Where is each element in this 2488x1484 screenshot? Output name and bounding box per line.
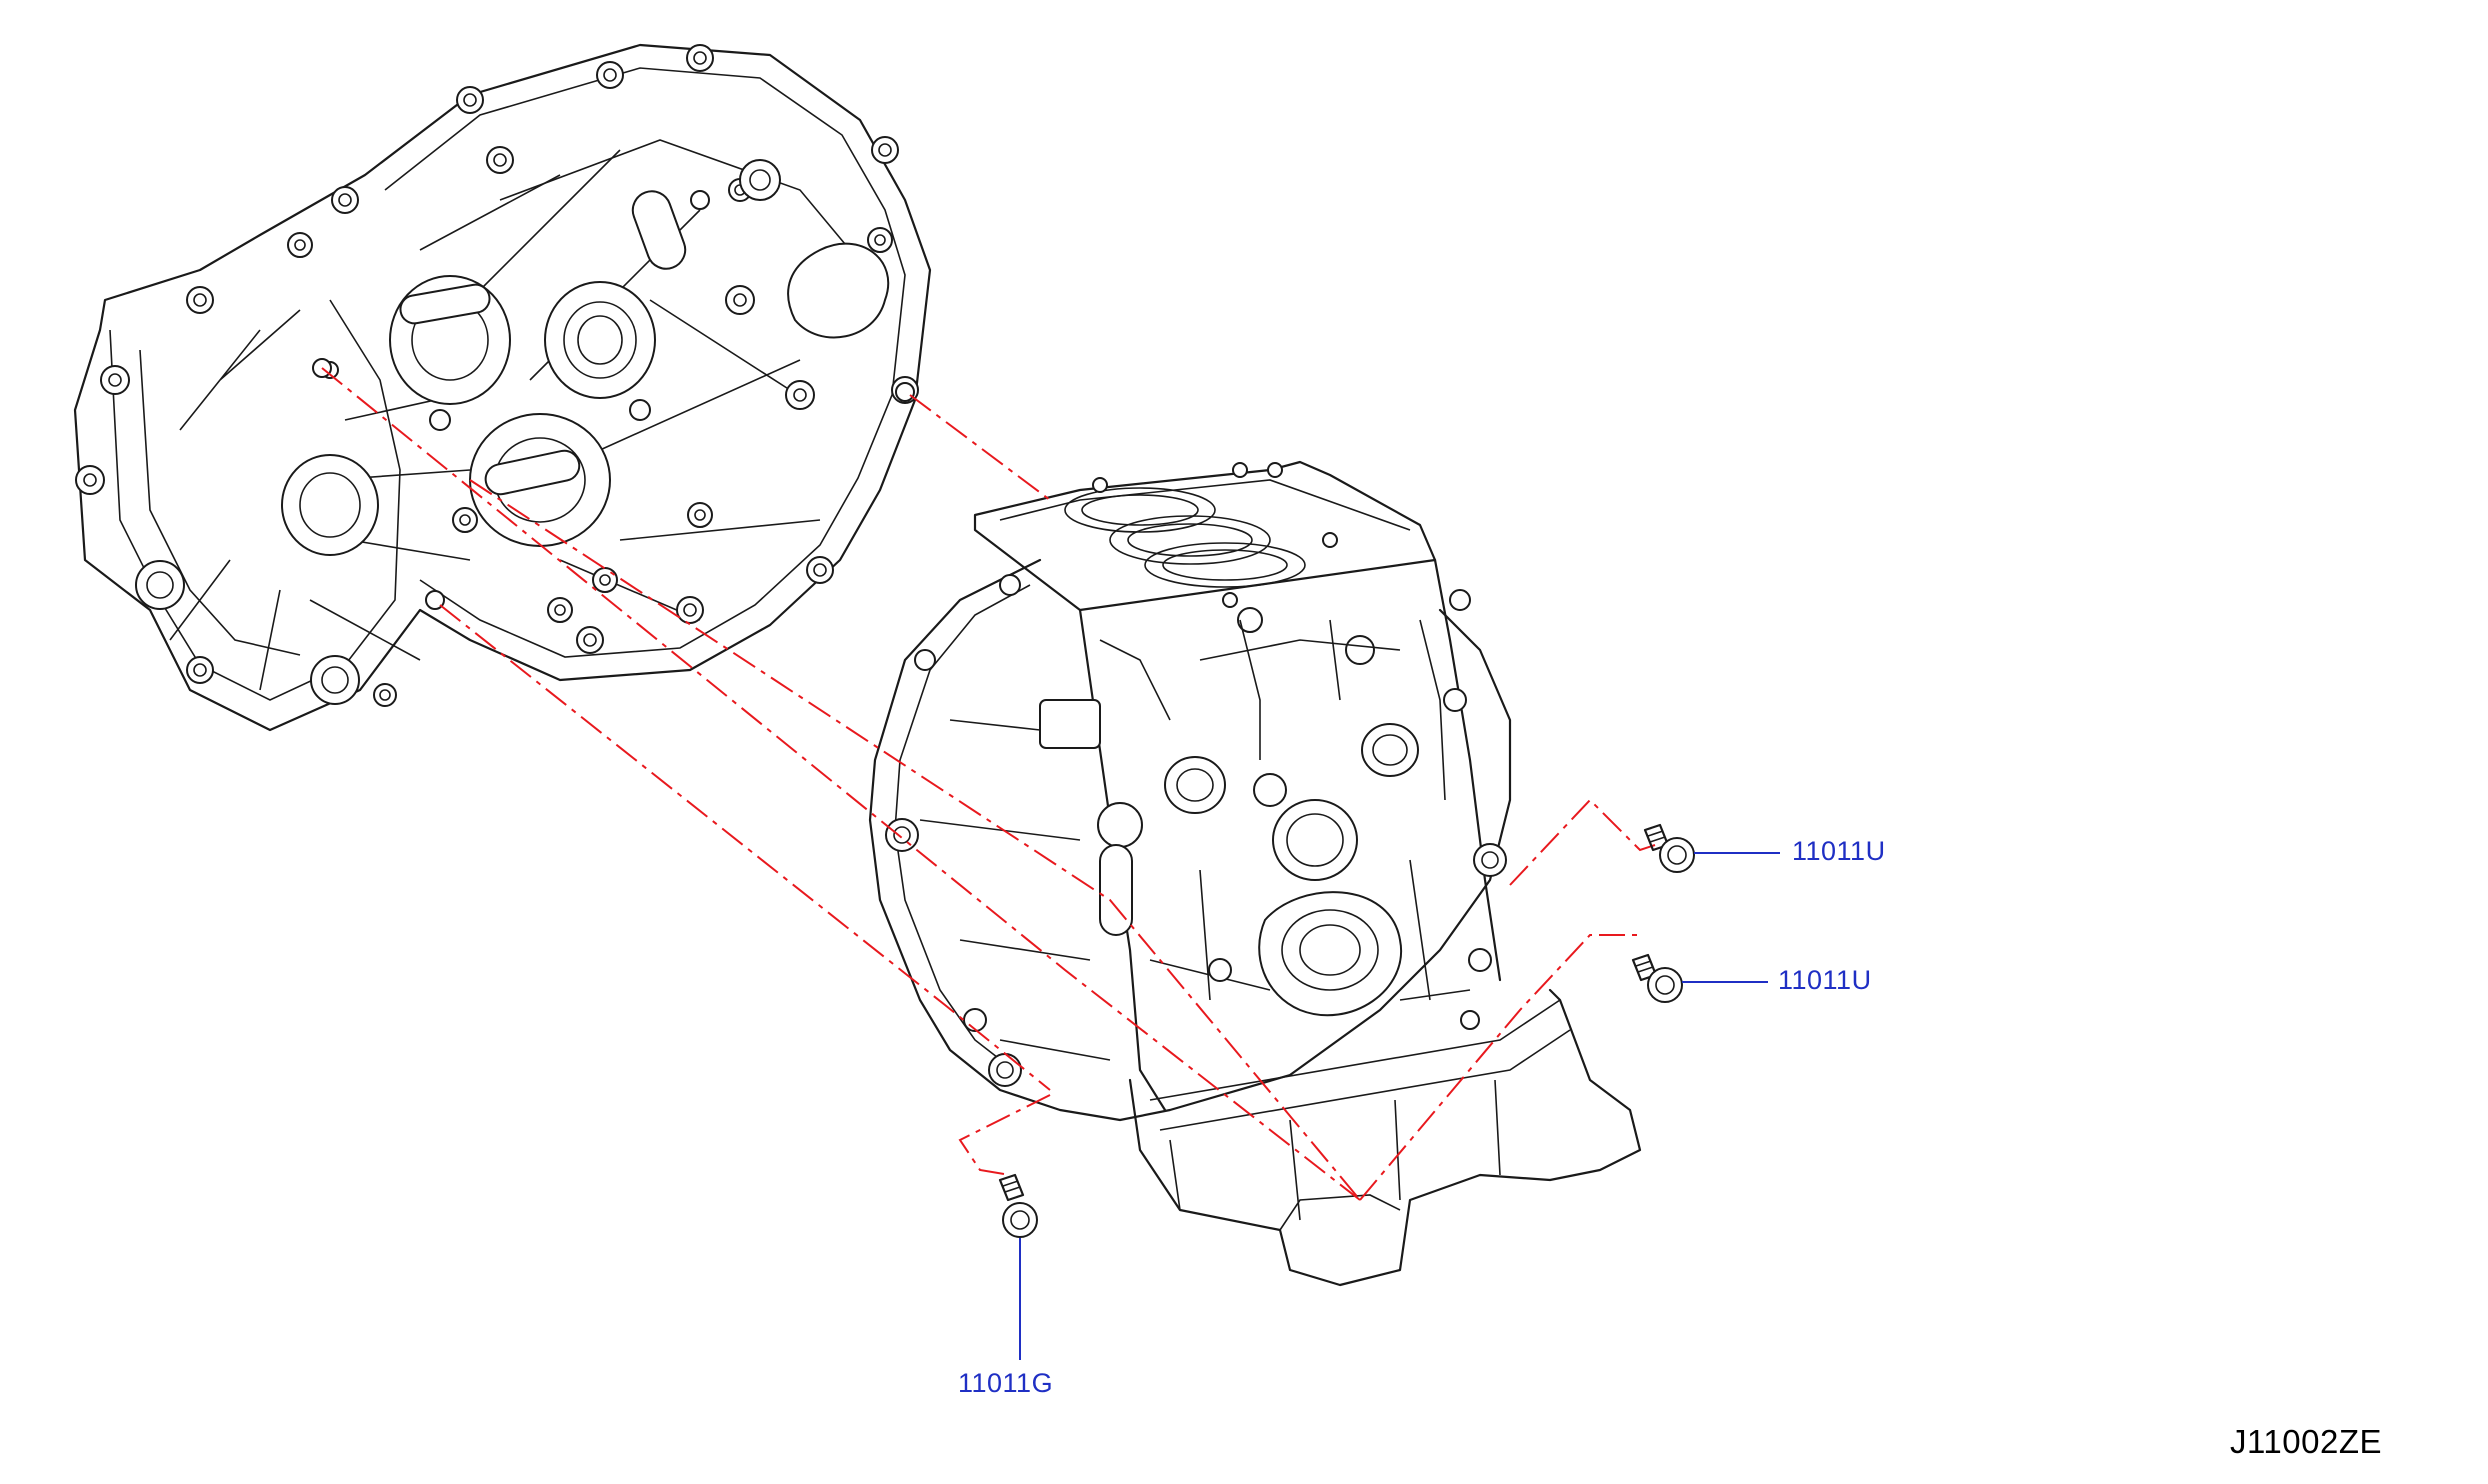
bolt-middle[interactable] xyxy=(1631,953,1683,1003)
part-number-bolt-middle[interactable]: 11011U xyxy=(1778,965,1872,995)
part-number-bolt-lower[interactable]: 11011G xyxy=(958,1368,1054,1398)
bolt-lower[interactable] xyxy=(998,1173,1038,1238)
transmission-case xyxy=(73,43,932,732)
alignment-lines xyxy=(321,367,1656,1201)
bolt-upper[interactable] xyxy=(1643,823,1695,873)
cylinder-block xyxy=(868,460,1642,1287)
diagram-document-id: J11002ZE xyxy=(2230,1423,2382,1460)
part-number-bolt-upper[interactable]: 11011U xyxy=(1792,836,1886,866)
callout-leaders xyxy=(1019,852,1780,1360)
